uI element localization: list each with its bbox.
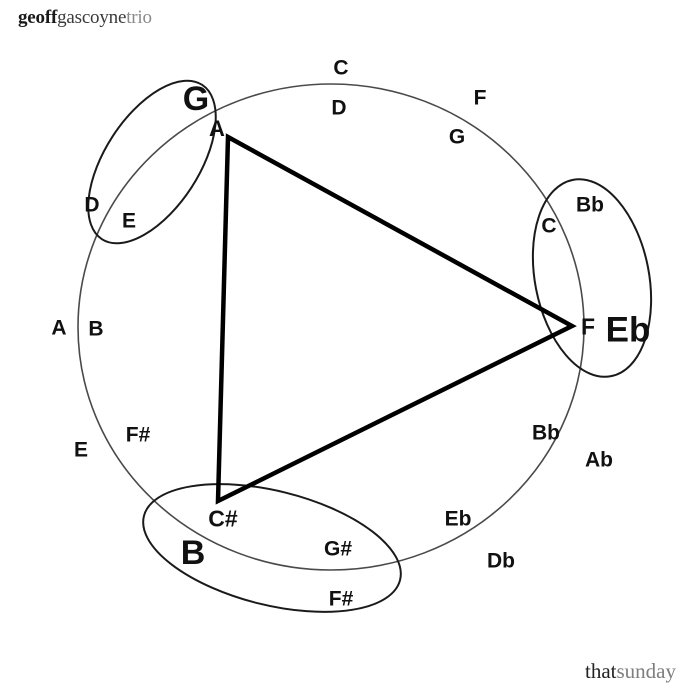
ring-outer-note-db: Db bbox=[487, 549, 515, 573]
ring-outer-note-a: A bbox=[51, 316, 67, 340]
album-wordmark: thatsunday bbox=[585, 661, 676, 682]
chord-group-note-d: D bbox=[84, 193, 100, 217]
ring-outer-note-f: F bbox=[473, 86, 487, 110]
chord-grouping-ellipses bbox=[87, 79, 653, 613]
chord-root-note-b: B bbox=[180, 534, 206, 572]
grouping-ellipse-b-group bbox=[142, 483, 402, 613]
chord-root-note-g: G bbox=[182, 80, 210, 118]
ring-inner-note-bb: Bb bbox=[532, 421, 560, 445]
chord-group-note-c: C bbox=[541, 214, 557, 238]
ring-inner-note-eb: Eb bbox=[444, 507, 472, 531]
artist-name-first: geoff bbox=[18, 7, 58, 28]
ring-outer-note-e: E bbox=[73, 438, 89, 462]
ring-outer-note-ab: Ab bbox=[585, 448, 613, 472]
triad-vertex-note-f: F bbox=[580, 313, 596, 340]
ring-inner-note-g: G bbox=[448, 125, 466, 149]
ring-outer-note-c: C bbox=[333, 56, 349, 80]
ring-inner-note-fsharp: F# bbox=[125, 423, 151, 447]
grouping-ellipse-eb-group bbox=[531, 178, 653, 378]
triad-vertex-note-a: A bbox=[209, 116, 225, 141]
triad-vertex-note-csharp: C# bbox=[208, 505, 238, 532]
chord-group-note-fsharp: F# bbox=[328, 587, 354, 611]
chord-root-note-eb: Eb bbox=[605, 310, 651, 350]
ring-inner-note-d: D bbox=[331, 96, 347, 120]
chord-group-note-e: E bbox=[121, 209, 137, 233]
chord-group-note-bb: Bb bbox=[576, 193, 604, 217]
grouping-ellipse-g-group bbox=[87, 79, 217, 245]
artist-name-last: gascoyne bbox=[57, 7, 127, 28]
triad-triangle-shape bbox=[215, 133, 577, 505]
outer-circle-group bbox=[77, 83, 585, 571]
circle-of-fifths-ring bbox=[77, 83, 585, 571]
artist-name-suffix: trio bbox=[126, 7, 152, 28]
ring-inner-note-b: B bbox=[88, 317, 104, 341]
chord-group-note-gsharp: G# bbox=[323, 537, 353, 561]
album-title-second: sunday bbox=[616, 659, 677, 683]
augmented-triad-triangle bbox=[215, 133, 577, 505]
album-title-first: that bbox=[585, 659, 617, 683]
artist-wordmark: geoffgascoynetrio bbox=[18, 8, 152, 27]
